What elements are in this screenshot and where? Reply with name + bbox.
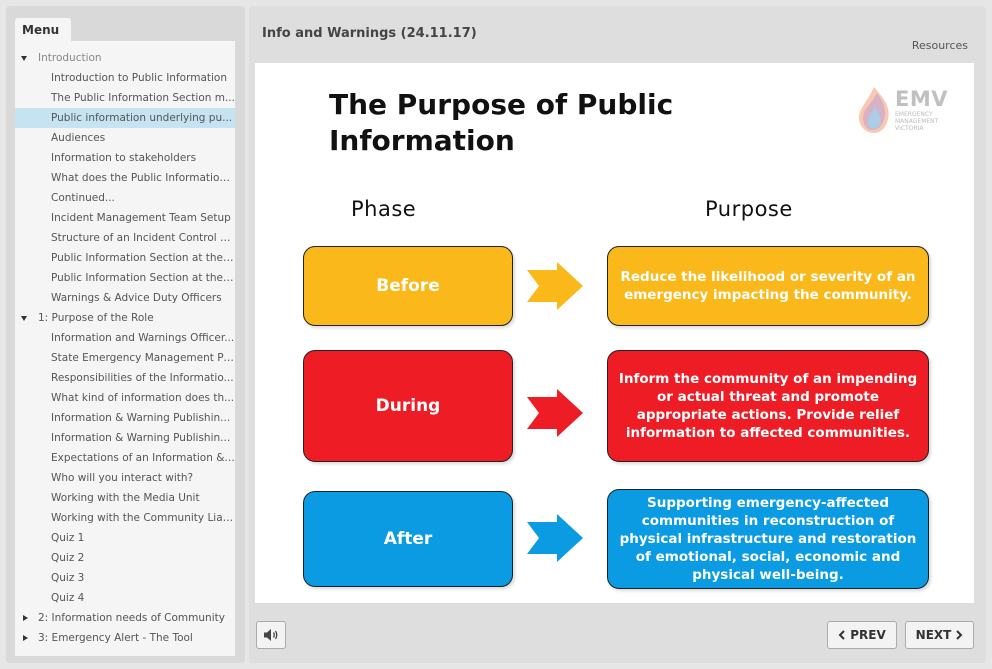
menu-item[interactable]: Information to stakeholders [15,148,235,168]
menu-item-label: Information and Warnings Officer... [51,332,235,344]
menu-item-label: Public information underlying pu... [51,112,233,124]
purpose-box-during: Inform the community of an impending or … [607,350,929,462]
menu-item[interactable]: State Emergency Management Pr... [15,348,235,368]
menu-item-label: Warnings & Advice Duty Officers [51,292,222,304]
menu-item[interactable]: Working with the Media Unit [15,488,235,508]
phase-box-after: After [303,491,513,587]
menu-item-label: Introduction [38,52,102,64]
menu-item[interactable]: Who will you interact with? [15,468,235,488]
menu-item[interactable]: Public Information Section at the ... [15,268,235,288]
menu-item[interactable]: Structure of an Incident Control C... [15,228,235,248]
caret-right-icon[interactable] [23,635,28,641]
menu-item[interactable]: Audiences [15,128,235,148]
menu-item[interactable]: Quiz 4 [15,588,235,608]
course-title: Info and Warnings (24.11.17) [262,26,477,41]
audio-button[interactable] [256,621,286,649]
menu-section[interactable]: 3: Emergency Alert - The Tool [15,628,235,648]
menu-item-label: Public Information Section at the ... [51,252,235,264]
menu-item[interactable]: The Public Information Section m... [15,88,235,108]
caret-down-icon[interactable] [21,316,27,321]
next-button[interactable]: NEXT [905,621,974,649]
player-footer: PREV NEXT [249,611,986,663]
menu-section[interactable]: 1: Purpose of the Role [15,308,235,328]
chevron-left-icon [838,630,845,640]
menu-item[interactable]: Introduction to Public Information [15,68,235,88]
menu-item[interactable]: What kind of information does th... [15,388,235,408]
prev-label: PREV [850,628,886,642]
menu-item-label: Quiz 3 [51,572,85,584]
menu-item-label: Introduction to Public Information [51,72,227,84]
menu-item-label: Working with the Media Unit [51,492,200,504]
emv-flame-icon [858,87,889,133]
menu-item-label: Working with the Community Liai... [51,512,235,524]
menu-item[interactable]: Information & Warning Publishin... [15,408,235,428]
phase-heading: Phase [351,197,417,221]
caret-right-icon[interactable] [23,615,28,621]
menu-item-label: 2: Information needs of Community [38,612,225,624]
phase-box-during: During [303,350,513,462]
next-label: NEXT [915,628,952,642]
menu-item-label: Information & Warning Publishin... [51,412,231,424]
menu-item[interactable]: Information & Warning Publishin... [15,428,235,448]
menu-item-label: Information & Warning Publishin... [51,432,231,444]
slide-title: The Purpose of Public Information [329,88,674,157]
menu-item-label: Quiz 1 [51,532,85,544]
menu-item-label: Who will you interact with? [51,472,194,484]
menu-item-label: Responsibilities of the Informatio... [51,372,234,384]
prev-button[interactable]: PREV [827,621,897,649]
menu-item-label: The Public Information Section m... [51,92,235,104]
menu-item[interactable]: What does the Public Information... [15,168,235,188]
menu-item-label: Quiz 2 [51,552,85,564]
speaker-icon [264,629,278,641]
menu-item[interactable]: Information and Warnings Officer... [15,328,235,348]
resources-link[interactable]: Resources [911,39,968,52]
arrow-right-icon [527,514,583,562]
purpose-box-after: Supporting emergency-affected communitie… [607,489,929,589]
menu-item-label: 1: Purpose of the Role [38,312,154,324]
logo-subtitle: EMERGENCY MANAGEMENT VICTORIA [895,111,939,132]
menu-item-label: What does the Public Information... [51,172,235,184]
main-area: Info and Warnings (24.11.17) Resources T… [249,6,986,663]
menu-section[interactable]: 2: Information needs of Community [15,608,235,628]
purpose-box-before: Reduce the likelihood or severity of an … [607,246,929,326]
emv-logo: EMV EMERGENCY MANAGEMENT VICTORIA [855,85,955,137]
menu-item[interactable]: Responsibilities of the Informatio... [15,368,235,388]
menu-item[interactable]: Expectations of an Information & ... [15,448,235,468]
menu-item-label: 3: Emergency Alert - The Tool [38,632,193,644]
menu-item-label: Public Information Section at the ... [51,272,235,284]
arrow-right-icon [527,389,583,437]
logo-text: EMV [895,87,948,111]
menu-tab[interactable]: Menu [15,18,71,42]
menu-item[interactable]: Quiz 3 [15,568,235,588]
phase-box-before: Before [303,246,513,326]
caret-down-icon[interactable] [21,56,27,61]
menu-item[interactable]: Public information underlying pu... [15,108,235,128]
menu-item-label: Audiences [51,132,106,144]
menu-item[interactable]: Public Information Section at the ... [15,248,235,268]
purpose-heading: Purpose [705,197,793,221]
menu-item-label: Continued... [51,192,115,204]
arrow-right-icon [527,262,583,310]
menu-item-label: Expectations of an Information & ... [51,452,235,464]
menu-item[interactable]: Quiz 2 [15,548,235,568]
chevron-right-icon [956,630,963,640]
menu-item-label: Incident Management Team Setup [51,212,231,224]
menu-section[interactable]: Introduction [15,48,235,68]
menu-item[interactable]: Working with the Community Liai... [15,508,235,528]
menu-item-label: State Emergency Management Pr... [51,352,235,364]
menu-item[interactable]: Warnings & Advice Duty Officers [15,288,235,308]
menu-item[interactable]: Incident Management Team Setup [15,208,235,228]
slide: The Purpose of Public Information EMV EM… [255,63,974,603]
menu-item[interactable]: Quiz 1 [15,528,235,548]
menu-item[interactable]: Continued... [15,188,235,208]
menu-item-label: What kind of information does th... [51,392,235,404]
menu-item-label: Structure of an Incident Control C... [51,232,235,244]
menu-item-label: Quiz 4 [51,592,85,604]
menu-item-label: Information to stakeholders [51,152,197,164]
